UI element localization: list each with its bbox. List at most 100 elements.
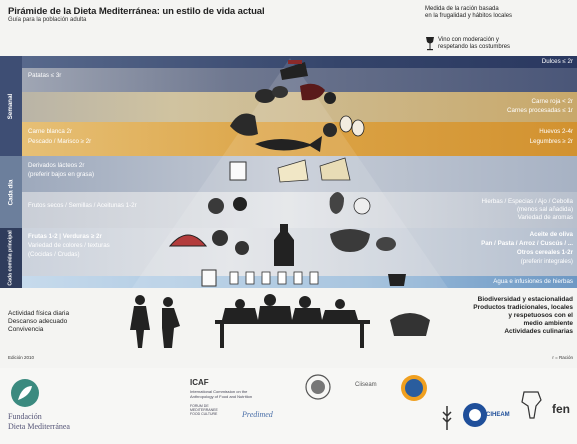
sidebar-daily (0, 156, 22, 228)
bottom-right-5: Actividades culinarias (504, 328, 573, 335)
person-icon-5 (299, 296, 311, 308)
bottom-right-1: Biodiversidad y estacionalidad (477, 296, 573, 303)
label-herbs-note2: Variedad de aromas (517, 214, 573, 221)
person-icon-6 (335, 299, 345, 309)
band-nuts (0, 192, 577, 228)
label-processed-meat: Carnes procesadas ≤ 1r (507, 107, 573, 114)
egg-icon-2 (351, 119, 365, 137)
foundation-name-2: Dieta Mediterránea (8, 422, 70, 431)
dining-table (215, 320, 370, 324)
label-cereals: Pan / Pasta / Arroz / Cuscús / ... (481, 240, 573, 247)
bread-icon (330, 229, 370, 252)
bottom-right-4: medio ambiente (523, 320, 573, 327)
edition-label: Edición 2010 (8, 355, 35, 360)
bottom-right-2: Productos tradicionales, locales (473, 304, 573, 311)
sausage-icon (324, 92, 336, 104)
onion-icon (329, 192, 344, 214)
chicken-icon (230, 113, 258, 136)
garlic-icon (353, 197, 371, 215)
watermelon-icon (168, 234, 208, 247)
water-jug-icon (201, 269, 217, 287)
nuts-icon (208, 198, 224, 214)
fen-logo: fen (552, 402, 570, 416)
cheese-icon-2 (319, 157, 351, 181)
wine-note: Vino con moderación y respetando las cos… (438, 37, 511, 50)
tomato-icon (235, 241, 249, 255)
band-water (0, 276, 577, 288)
pyramid-illustration (132, 58, 448, 288)
label-sweets: Dulces ≤ 2r (541, 58, 573, 65)
label-cooked: (Cocidas / Crudas) (28, 251, 80, 258)
label-red-meat: Carne roja < 2r (531, 98, 573, 105)
label-cereals3: (preferir integrales) (520, 258, 573, 265)
water-glass-icon-3 (261, 271, 271, 285)
label-fruits-veg: Frutas 1-2 | Verduras ≥ 2r (28, 233, 102, 240)
cake-icon (280, 62, 308, 80)
label-herbs: Hierbas / Especias / Ajo / Cebolla (481, 198, 573, 205)
people-dining-illustration (130, 294, 430, 348)
portion-note: Medida de la ración basada en la frugali… (425, 6, 513, 19)
potato-icon (255, 89, 275, 103)
label-colors: Variedad de colores / texturas (28, 242, 110, 249)
egg-icon (339, 115, 353, 133)
band-meat (0, 92, 577, 122)
predimed-logo: Predimed (242, 410, 273, 419)
legend: Medida de la ración basada en la frugali… (425, 6, 575, 51)
person-icon (135, 295, 145, 305)
wine-glass-icon (426, 37, 434, 51)
cheese-icon (277, 159, 309, 183)
red-meat-icon (300, 83, 325, 101)
label-eggs: Huevos 2-4r (539, 128, 573, 135)
ciiseam-logo: Ciiseam (355, 382, 377, 388)
icaf-subtitle: International Commission on the Anthropo… (190, 389, 253, 399)
pasta-icon (376, 237, 396, 251)
label-fish: Pescado / Marisco ≥ 2r (28, 138, 92, 145)
sidebar-meal (0, 228, 22, 288)
label-cereals2: Otros cereales 1-2r (516, 249, 573, 256)
water-glass-icon-5 (293, 271, 303, 285)
icaf-logo: ICAF (190, 378, 209, 387)
basket-icon (390, 313, 430, 336)
oil-bottle-icon (274, 224, 294, 266)
label-olive-oil: Aceite de oliva (529, 231, 573, 238)
water-glass-icon-2 (245, 271, 255, 285)
ciheam-logo-icon (463, 403, 487, 427)
sponsor-logos: Fundación Dieta Mediterránea ICAF Intern… (0, 368, 577, 444)
label-potatoes: Patatas ≤ 3r (28, 72, 62, 79)
bottom-right-3: y respetuosos con el (508, 312, 573, 319)
side-label-meal: Cada comida principal (8, 230, 15, 286)
potato-icon-2 (272, 86, 288, 98)
label-dairy: Derivados lácteos 2r (28, 162, 85, 169)
wheat-logo-icon (442, 406, 452, 430)
sidebar-weekly (0, 56, 22, 156)
beans-icon (323, 123, 337, 137)
label-water: Agua e infusiones de hierbas (493, 278, 573, 285)
label-white-meat: Carne blanca 2r (28, 128, 73, 135)
globe-logo-icon (401, 375, 427, 401)
bottom-left-3: Convivencia (8, 326, 44, 333)
person-icon-3 (235, 299, 245, 309)
seal-logo-icon (305, 374, 331, 400)
label-legumes: Legumbres ≥ 2r (529, 138, 573, 145)
olives-icon (233, 197, 247, 211)
forum-logo: FORUM DE MEDITERRANEE FOOD CULTURE (190, 404, 218, 416)
bottom-left-1: Actividad física diaria (8, 310, 70, 317)
label-herbs-note: (menos sal añadida) (516, 206, 573, 213)
cake-top-icon (288, 60, 302, 64)
grapes-icon (212, 230, 228, 246)
page-subtitle: Guía para la población adulta (8, 17, 87, 23)
person-icon-4 (264, 294, 276, 306)
water-glass-icon (229, 271, 239, 285)
africa-map-icon (521, 391, 542, 419)
yogurt-icon (229, 161, 247, 181)
side-label-daily: Cada día (7, 179, 15, 205)
side-label-weekly: Semanal (7, 93, 15, 119)
page-title: Pirámide de la Dieta Mediterránea: un es… (8, 6, 265, 17)
foundation-name-1: Fundación (8, 412, 42, 421)
ciheam-logo: CIHEAM (486, 412, 510, 418)
fish-icon (255, 136, 322, 152)
foundation-leaf-icon (11, 379, 39, 407)
label-dairy-note: (preferir bajos en grasa) (28, 171, 95, 178)
ration-label: r = Ración (552, 355, 573, 360)
teacup-icon (388, 274, 406, 286)
